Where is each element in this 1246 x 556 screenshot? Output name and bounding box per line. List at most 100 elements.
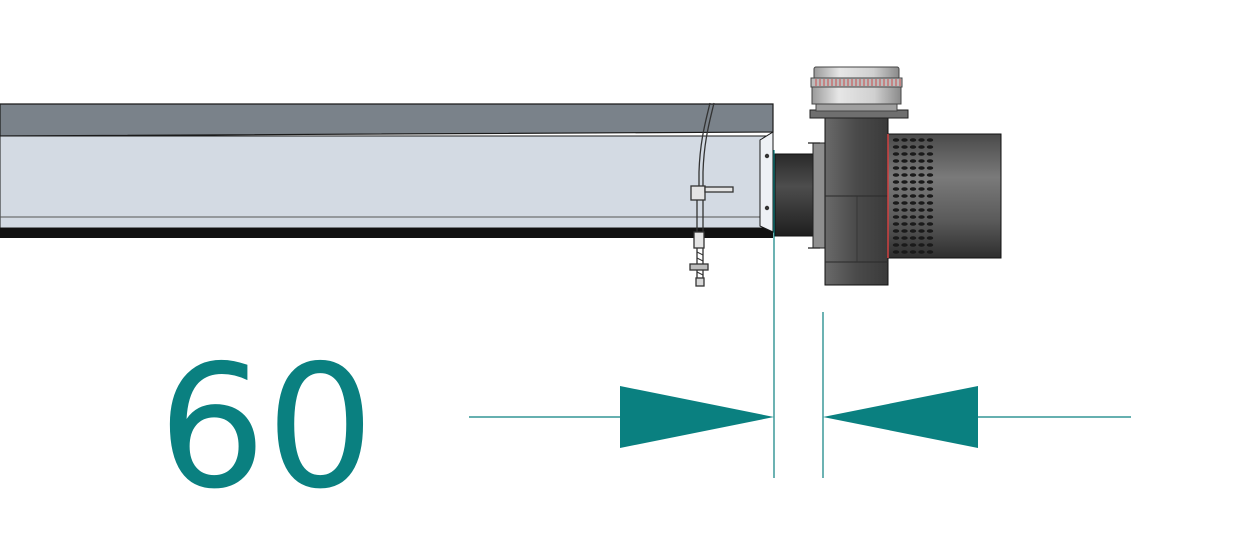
vent-slot <box>909 208 917 212</box>
vent-slot <box>909 173 917 177</box>
vent-slot <box>901 208 908 212</box>
hanger-assembly <box>689 102 734 287</box>
vent-slot <box>901 236 908 240</box>
air-vent-slots <box>892 138 934 254</box>
vent-slot <box>918 145 925 149</box>
vent-slot <box>892 243 900 247</box>
vent-slot <box>901 243 908 247</box>
burner-housing <box>824 114 889 286</box>
vent-slot <box>892 159 900 163</box>
vent-slot <box>926 208 934 212</box>
vent-slot <box>926 145 934 149</box>
vent-slot <box>892 236 900 240</box>
vent-slot <box>918 215 925 219</box>
vent-slot <box>892 194 900 198</box>
vent-slot <box>918 166 925 170</box>
vent-slot <box>918 208 925 212</box>
burner-flange <box>812 142 826 249</box>
vent-slot <box>901 201 908 205</box>
vent-slot <box>918 250 925 254</box>
end-cap-screw-top <box>764 153 770 159</box>
vent-slot <box>892 201 900 205</box>
vent-slot <box>909 145 917 149</box>
vent-slot <box>926 180 934 184</box>
vent-slot <box>926 229 934 233</box>
vent-slot <box>892 215 900 219</box>
channel-bottom-edge <box>0 228 773 238</box>
vent-slot <box>901 166 908 170</box>
radiant-channel <box>0 103 774 238</box>
burner-assembly <box>774 66 1002 286</box>
vent-slot <box>926 243 934 247</box>
vent-slot <box>901 222 908 226</box>
vent-slot <box>892 152 900 156</box>
vent-slot <box>926 152 934 156</box>
vent-slot <box>901 173 908 177</box>
vent-slot <box>901 180 908 184</box>
channel-end-cap <box>759 131 774 233</box>
dimension-annotation: 60 <box>158 150 1131 527</box>
vent-slot <box>926 187 934 191</box>
vent-slot <box>901 152 908 156</box>
vent-slot <box>909 201 917 205</box>
vent-slot <box>901 194 908 198</box>
dimension-arrow-right <box>823 386 978 448</box>
connector-tube <box>774 153 816 237</box>
vent-slot <box>892 250 900 254</box>
vent-slot <box>926 250 934 254</box>
channel-top-surface <box>0 103 774 137</box>
vent-slot <box>901 145 908 149</box>
vent-slot <box>909 222 917 226</box>
vent-slot <box>918 180 925 184</box>
vent-slot <box>909 187 917 191</box>
vent-slot <box>918 236 925 240</box>
vent-slot <box>901 138 908 142</box>
vent-slot <box>909 243 917 247</box>
vent-slot <box>926 194 934 198</box>
exhaust-collar <box>810 66 903 112</box>
vent-slot <box>926 166 934 170</box>
vent-slot <box>918 201 925 205</box>
vent-slot <box>901 229 908 233</box>
vent-slot <box>909 159 917 163</box>
vent-slot <box>926 159 934 163</box>
vent-slot <box>918 138 925 142</box>
vent-slot <box>909 250 917 254</box>
channel-front-face <box>0 135 774 229</box>
vent-slot <box>918 152 925 156</box>
vent-slot <box>892 166 900 170</box>
vent-slot <box>892 180 900 184</box>
vent-slot <box>909 215 917 219</box>
dimension-arrow-left <box>620 386 774 448</box>
vent-slot <box>901 250 908 254</box>
vent-slot <box>926 215 934 219</box>
vent-slot <box>909 152 917 156</box>
vent-slot <box>909 194 917 198</box>
vent-slot <box>918 159 925 163</box>
vent-slot <box>909 138 917 142</box>
vent-slot <box>909 166 917 170</box>
vent-slot <box>901 159 908 163</box>
vent-slot <box>892 145 900 149</box>
vent-slot <box>909 180 917 184</box>
vent-slot <box>918 229 925 233</box>
vent-slot <box>926 138 934 142</box>
vent-slot <box>926 236 934 240</box>
vent-slot <box>901 187 908 191</box>
vent-slot <box>892 187 900 191</box>
vent-slot <box>918 222 925 226</box>
vent-slot <box>892 138 900 142</box>
vent-slot <box>918 173 925 177</box>
vent-slot <box>918 187 925 191</box>
vent-slot <box>892 208 900 212</box>
vent-slot <box>892 229 900 233</box>
vent-slot <box>926 222 934 226</box>
vent-slot <box>918 243 925 247</box>
vent-slot <box>918 194 925 198</box>
vent-slot <box>901 215 908 219</box>
vent-slot <box>926 201 934 205</box>
vent-slot <box>892 173 900 177</box>
vent-slot <box>909 236 917 240</box>
dimension-value: 60 <box>158 329 374 527</box>
